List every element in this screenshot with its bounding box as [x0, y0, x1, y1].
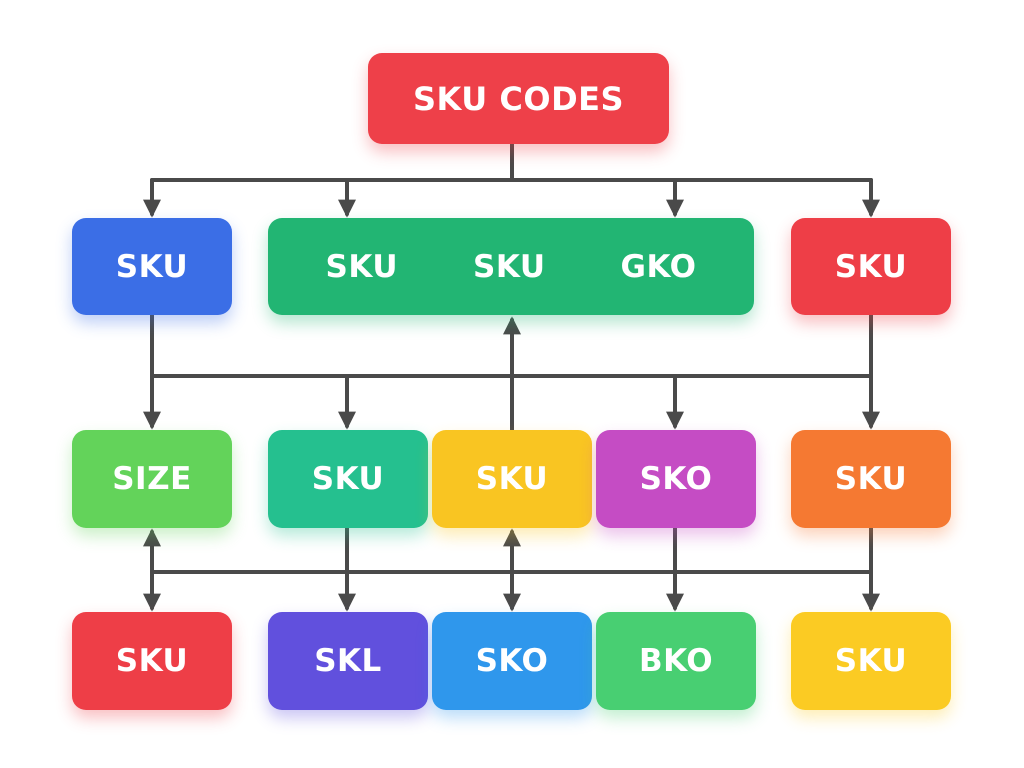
- row1-group-label-2: SKU: [473, 248, 546, 285]
- row2-node-5: SKU: [791, 430, 951, 528]
- row3-node-5-label: SKU: [834, 643, 908, 679]
- row3-node-5: SKU: [791, 612, 951, 710]
- row1-group-label-1: SKU: [325, 248, 398, 285]
- row2-node-2-label: SKU: [311, 461, 385, 497]
- row2-node-3: SKU: [432, 430, 592, 528]
- row2-node-2: SKU: [268, 430, 428, 528]
- row2-node-5-label: SKU: [834, 461, 908, 497]
- row1-node-left-label: SKU: [115, 248, 189, 285]
- row2-node-1: SIZE: [72, 430, 232, 528]
- row1-node-right-label: SKU: [834, 248, 908, 285]
- row1-node-left: SKU: [72, 218, 232, 315]
- row3-node-2: SKL: [268, 612, 428, 710]
- row3-node-3-label: SKO: [475, 643, 549, 679]
- row2-node-4: SKO: [596, 430, 756, 528]
- row1-node-right: SKU: [791, 218, 951, 315]
- row1-group-node: SKU SKU GKO: [268, 218, 754, 315]
- root-node-label: SKU CODES: [412, 79, 625, 118]
- row2-node-4-label: SKO: [639, 461, 713, 497]
- row3-node-4: BKO: [596, 612, 756, 710]
- row3-node-1: SKU: [72, 612, 232, 710]
- row3-node-3: SKO: [432, 612, 592, 710]
- row2-node-3-label: SKU: [475, 461, 549, 497]
- row1-group-label-3: GKO: [620, 248, 697, 285]
- row3-node-1-label: SKU: [115, 643, 189, 679]
- row3-node-2-label: SKL: [314, 643, 382, 679]
- row3-node-4-label: BKO: [638, 643, 714, 679]
- root-node-sku-codes: SKU CODES: [368, 53, 669, 144]
- row2-node-1-label: SIZE: [112, 461, 192, 497]
